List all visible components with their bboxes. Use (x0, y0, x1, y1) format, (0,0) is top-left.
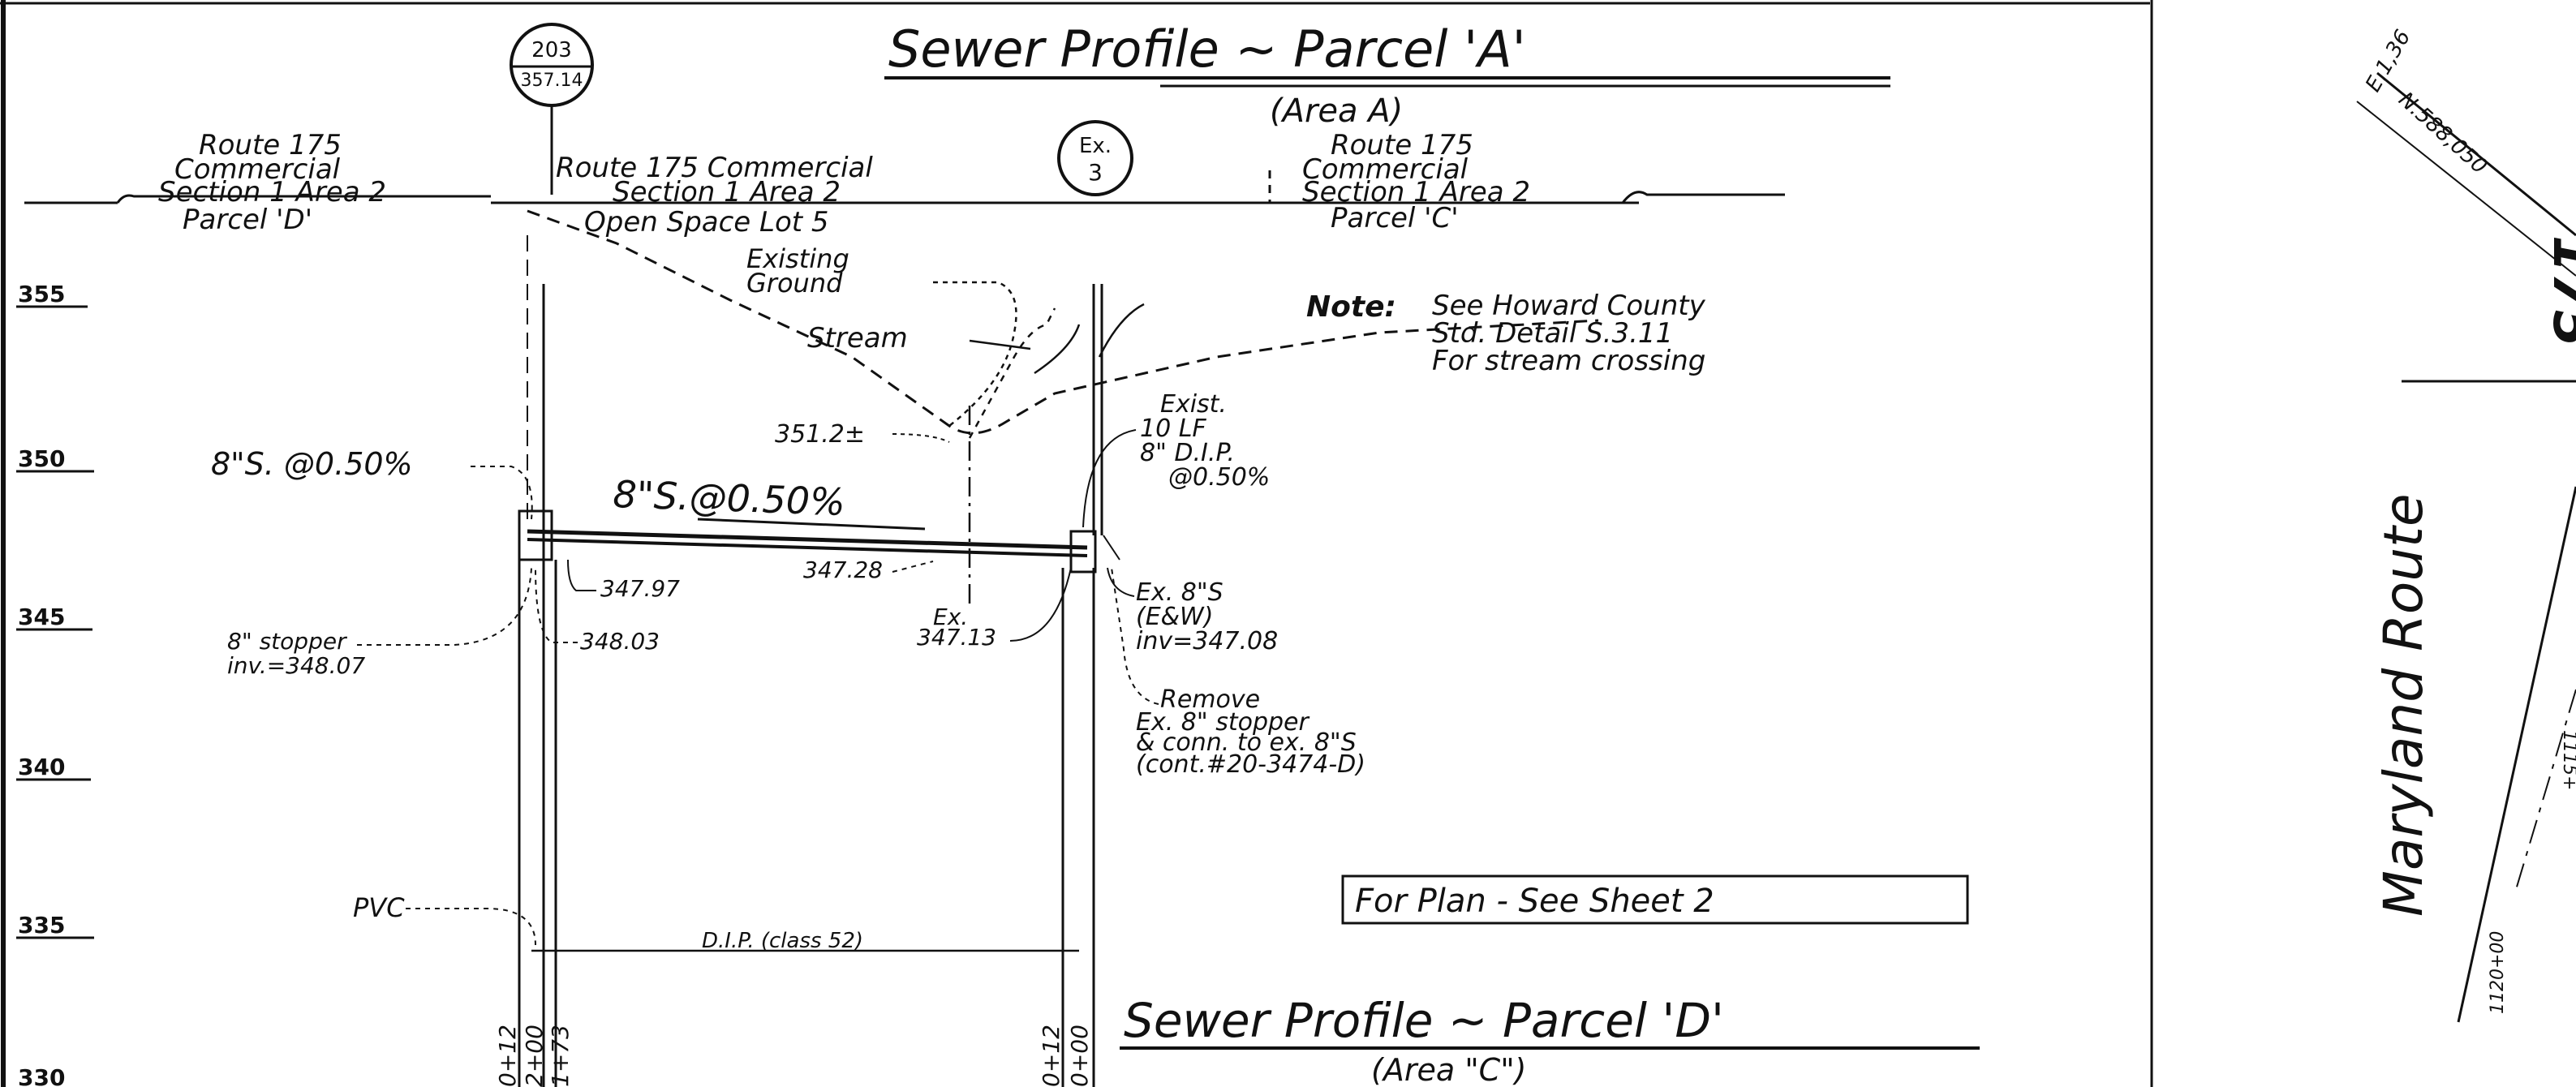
route-plan-panel: Maryland Route 175 E.1,36 N.588,050 1120… (2356, 26, 2576, 1023)
plan-reference-box: For Plan - See Sheet 2 (1341, 874, 1969, 925)
zone-text: Parcel 'D' (183, 204, 312, 236)
zone-text: Section 1 Area 2 (158, 176, 386, 208)
station-label: 2+00 (521, 1025, 548, 1087)
zone-text: Commercial (174, 153, 341, 186)
station-labels: 0+12 2+00 1+73 0+12 0+00 (494, 1025, 1093, 1087)
route-station: 1115+ (2559, 730, 2576, 790)
route-number: 175 (2541, 235, 2576, 347)
route-station: 1120+00 (2488, 931, 2508, 1014)
zone-text: Commercial (1302, 153, 1469, 186)
existing-ground-label-2: Ground (746, 268, 843, 299)
second-title-text: Sewer Profile ~ Parcel 'D' (1124, 993, 1724, 1048)
ex-invert-347-13: 347.13 (917, 624, 996, 651)
manhole-label: Ex. (1079, 134, 1112, 158)
property-line (24, 170, 1785, 204)
elevation-scale: 355 350 345 340 335 330 (16, 281, 94, 1087)
station-label: 0+00 (1066, 1025, 1093, 1087)
route-coordinate: E.1,36 (2361, 26, 2415, 97)
route-title: Maryland Route (2372, 493, 2435, 917)
station-label: 0+12 (494, 1025, 521, 1087)
station-label: 0+12 (1038, 1025, 1064, 1087)
manhole-rim: 357.14 (521, 71, 583, 91)
ex8-text: (E&W) (1136, 603, 1213, 631)
stream-curve (1034, 303, 1145, 375)
remove-text: Ex. 8" stopper (1136, 708, 1310, 737)
main-title-text: Sewer Profile ~ Parcel 'A' (888, 19, 1526, 79)
plan-reference-text: For Plan - See Sheet 2 (1355, 883, 1714, 920)
right-structure (1069, 530, 1097, 574)
main-title: Sewer Profile ~ Parcel 'A' (Area A) (884, 19, 1890, 130)
pipe-main-top (527, 529, 1088, 550)
remove-text: Remove (1160, 685, 1260, 714)
invert-348-03: 348.03 (580, 628, 660, 655)
station-label: 1+73 (547, 1025, 574, 1087)
elevation-label: 330 (18, 1064, 65, 1087)
exist-text: 8" D.I.P. (1140, 439, 1235, 467)
pipe-main-label: 8"S.@0.50% (613, 472, 846, 524)
invert-347-97: 347.97 (600, 575, 680, 602)
zone-text: Route 175 Commercial (556, 152, 873, 184)
zone-text: Open Space Lot 5 (584, 206, 829, 238)
stream-label: Stream (807, 322, 908, 354)
pipe-main-bottom (527, 538, 1088, 557)
zone-center: Route 175 Commercial Section 1 Area 2 Op… (556, 152, 873, 238)
zone-text: Route 175 (199, 129, 342, 161)
zone-right: Route 175 Commercial Section 1 Area 2 Pa… (1302, 129, 1530, 234)
elevation-label: 345 (18, 604, 65, 630)
remove-text: & conn. to ex. 8"S (1136, 728, 1357, 757)
exist-text: @0.50% (1168, 463, 1270, 492)
dip-label: D.I.P. (class 52) (702, 929, 863, 953)
elevation-351-label: 351.2± (775, 420, 865, 449)
stream-line (968, 307, 1056, 439)
existing-ground-label: Existing (746, 243, 849, 274)
zone-left: Route 175 Commercial Section 1 Area 2 Pa… (158, 129, 386, 236)
elevation-label: 340 (18, 754, 65, 780)
ex-8s-label: Ex. 8"S (E&W) inv=347.08 (1107, 567, 1278, 655)
elevation-label: 355 (18, 281, 65, 307)
note-text: For stream crossing (1432, 345, 1705, 377)
stopper-label: 8" stopper (227, 628, 347, 655)
manhole-203: 203 357.14 (510, 23, 594, 195)
main-title-sub: (Area A) (1270, 92, 1403, 130)
manhole-ex-3: Ex. 3 (1057, 120, 1133, 196)
existing-ground-leader (933, 281, 1017, 427)
sewer-pipe-profile (518, 235, 1120, 1087)
zone-text: Route 175 (1331, 129, 1473, 161)
invert-347-28: 347.28 (803, 556, 883, 583)
elevation-label: 335 (18, 912, 65, 939)
pvc-label: PVC (353, 892, 405, 923)
pipe-left-label: 8"S. @0.50% (211, 446, 413, 482)
note-block: Note: See Howard County Std. Detail S.3.… (1306, 290, 1706, 377)
zone-text: Parcel 'C' (1331, 202, 1459, 234)
exist-text: 10 LF (1140, 415, 1206, 443)
ex-label: Ex. (933, 604, 968, 630)
note-text: Std. Detail S.3.11 (1432, 317, 1673, 350)
stopper-inv: inv.=348.07 (227, 652, 365, 679)
manhole-number: 203 (531, 38, 572, 62)
note-label: Note: (1306, 290, 1396, 324)
route-coordinate: N.588,050 (2393, 88, 2492, 179)
note-text: See Howard County (1432, 290, 1706, 322)
ex8-text: inv=347.08 (1136, 627, 1278, 655)
existing-ground-line (527, 209, 1599, 435)
zone-text: Section 1 Area 2 (613, 176, 841, 208)
elevation-label: 350 (18, 445, 65, 472)
remove-label: Remove Ex. 8" stopper & conn. to ex. 8"S… (1111, 567, 1365, 779)
left-structure (518, 509, 553, 561)
manhole-number: 3 (1088, 159, 1103, 186)
second-title: Sewer Profile ~ Parcel 'D' (Area "C") (1120, 993, 1980, 1087)
exist-dip-label: Exist. 10 LF 8" D.I.P. @0.50% (1082, 390, 1270, 528)
second-title-sub: (Area "C") (1371, 1052, 1527, 1087)
exist-text: Exist. (1160, 390, 1227, 419)
remove-text: (cont.#20-3474-D) (1136, 750, 1365, 779)
stream-leader (969, 339, 1031, 350)
zone-text: Section 1 Area 2 (1302, 176, 1530, 208)
ex8-text: Ex. 8"S (1136, 578, 1223, 607)
